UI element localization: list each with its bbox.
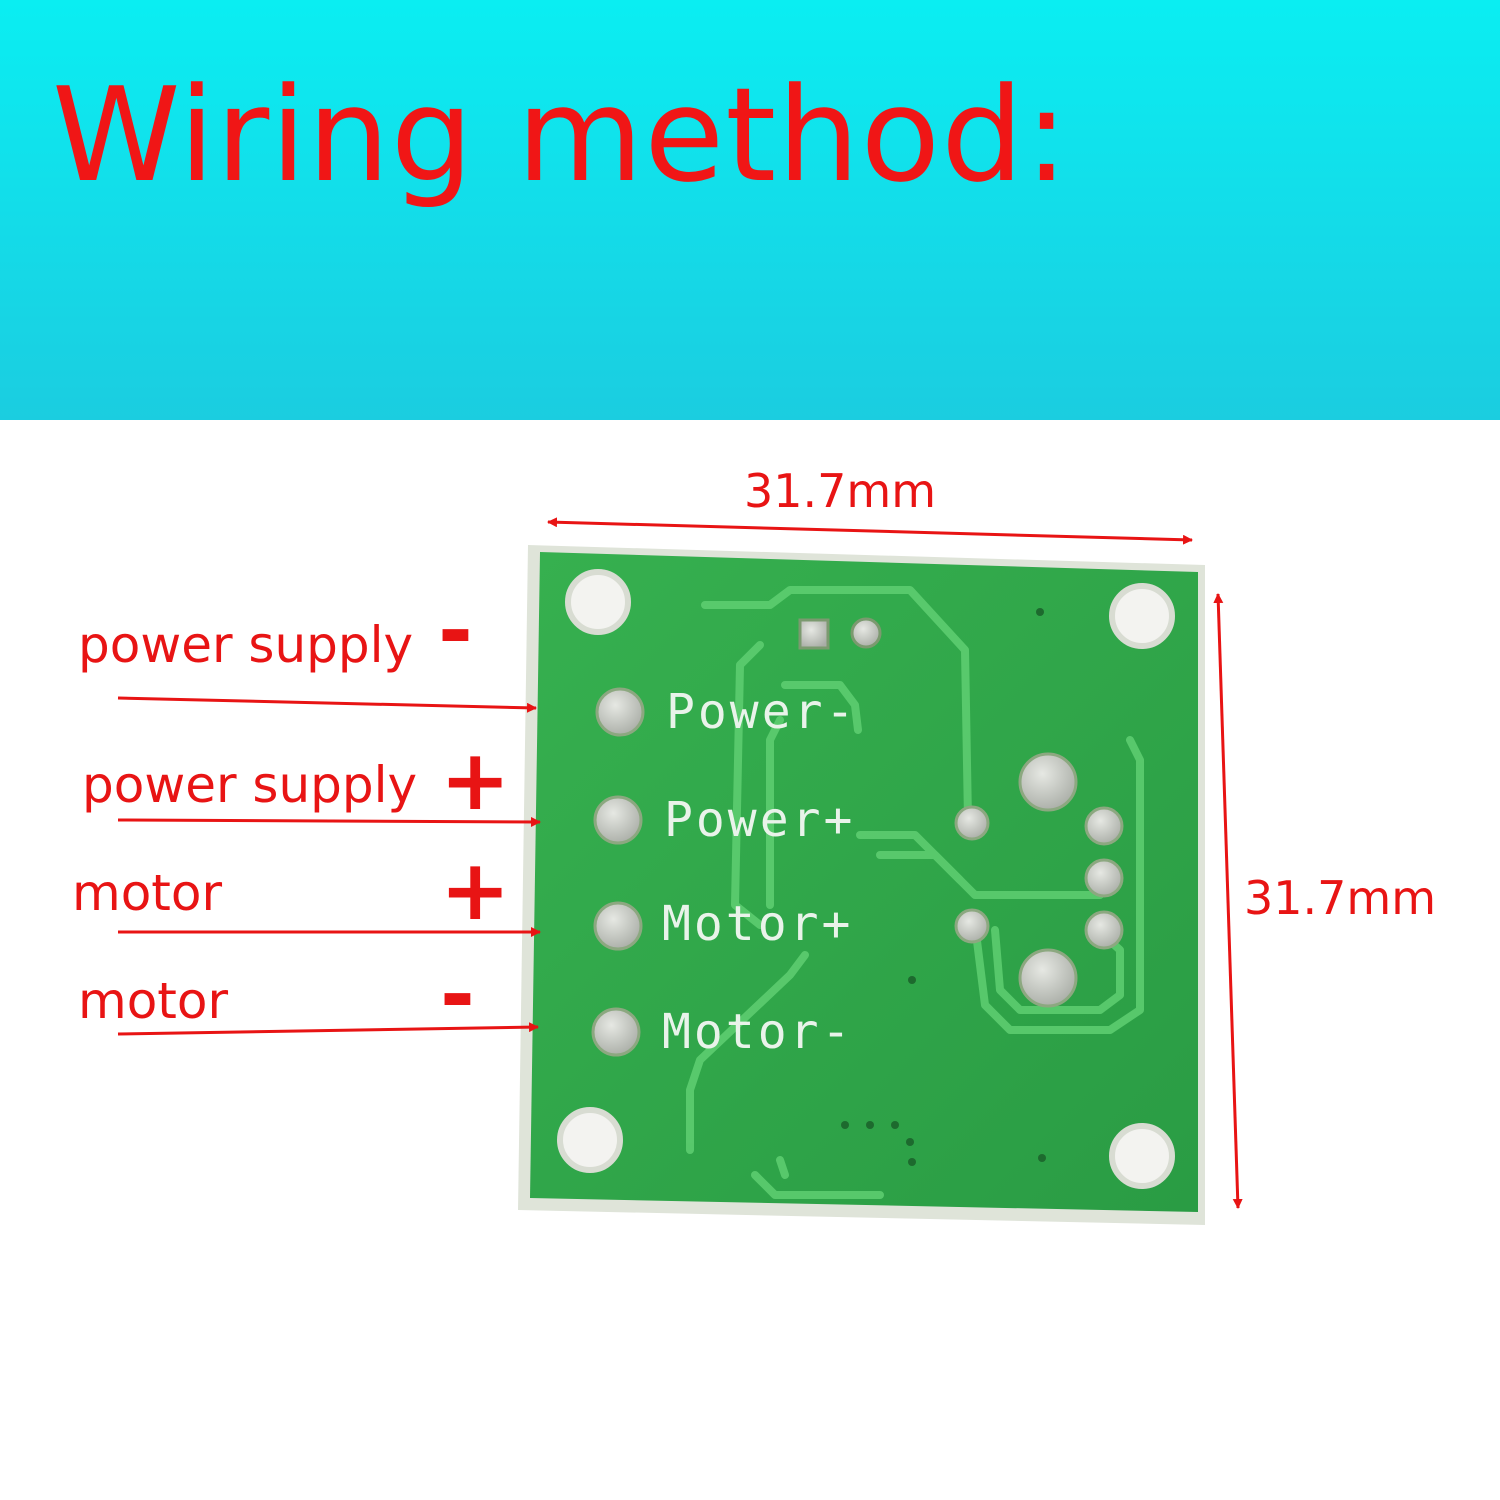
potentiometer-pads [954,752,1124,1008]
callout-power-supply-minus-sign: - [438,581,473,679]
callout-power-supply-minus-text: power supply [78,616,414,674]
callout-arrows [117,696,541,1036]
callout-motor-plus-sign: + [440,841,511,939]
silkscreen-power-plus: Power+ [664,792,856,848]
pcb-traces [686,586,1144,1199]
width-dimension-arrow [547,517,1193,545]
silkscreen-motor-minus: Motor- [662,1004,854,1060]
header-banner: Wiring method: [0,0,1500,420]
width-dimension-label: 31.7mm [744,464,937,518]
pcb-board [530,552,1198,1212]
height-dimension-label: 31.7mm [1244,871,1437,925]
silkscreen-motor-plus: Motor+ [662,896,854,952]
page-title: Wiring method: [52,59,1070,211]
callout-power-supply-plus-text: power supply [82,756,418,814]
mounting-holes [557,569,1175,1189]
silkscreen-power-minus: Power- [666,684,858,740]
vias [841,608,1046,1166]
height-dimension-arrow [1213,593,1243,1209]
callout-power-supply-plus-sign: + [440,731,511,829]
terminal-pads [591,687,645,1057]
round-pad [850,617,882,649]
callout-motor-minus-text: motor [78,972,229,1030]
callout-motor-plus-text: motor [72,864,223,922]
callout-motor-minus-sign: - [440,945,475,1043]
square-pad [798,618,830,650]
